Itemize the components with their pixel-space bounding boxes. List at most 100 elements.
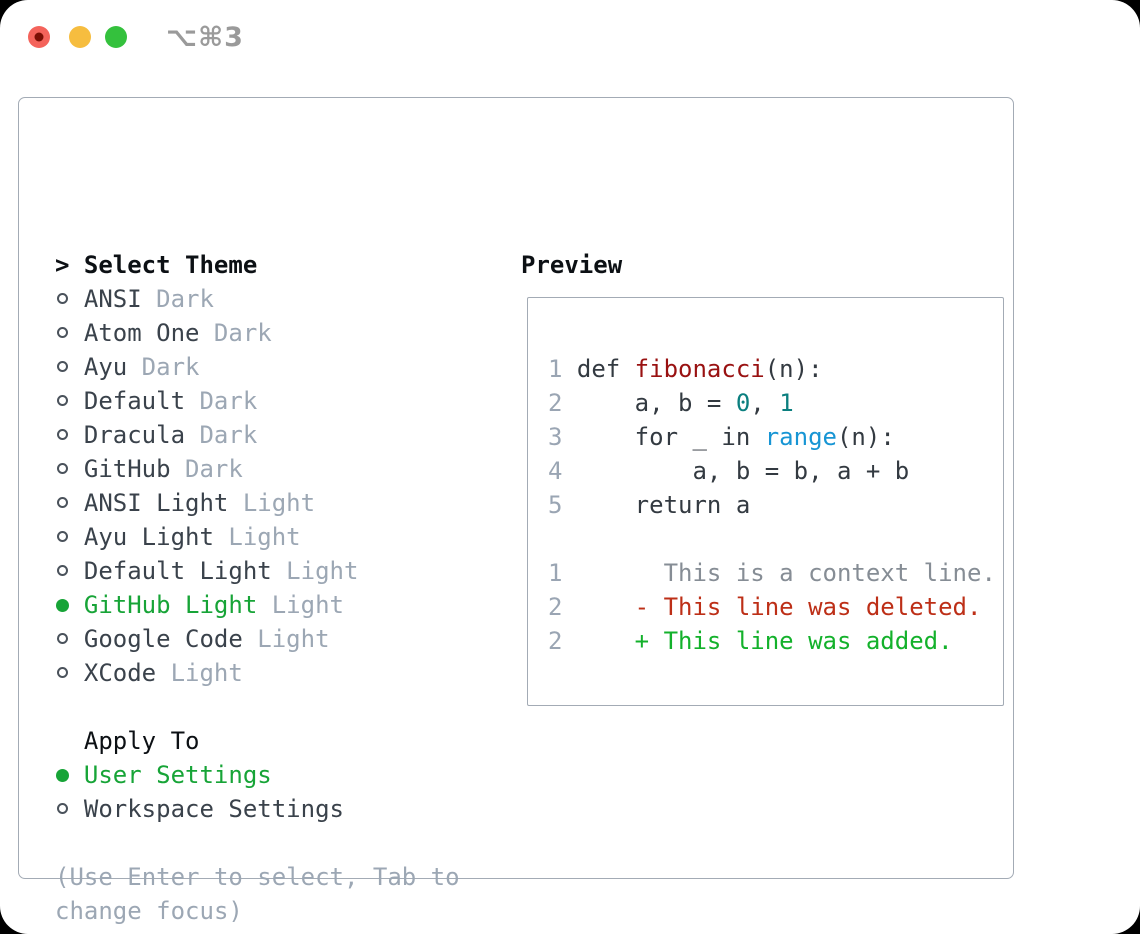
hint-text-line: (Use Enter to select, Tab to bbox=[55, 863, 460, 891]
theme-option-label: Default bbox=[83, 387, 186, 415]
apply-to-title: Apply To bbox=[83, 727, 200, 755]
code-segment-code: (n): bbox=[836, 423, 895, 451]
theme-option-dracula[interactable]: Dracula Dark bbox=[55, 418, 460, 452]
code-line: 2 + This line was added. bbox=[548, 624, 1003, 658]
theme-option-label: GitHub bbox=[83, 455, 171, 483]
code-segment-code bbox=[577, 624, 635, 658]
theme-option-label: ANSI Light bbox=[83, 489, 229, 517]
theme-option-default-light[interactable]: Default Light Light bbox=[55, 554, 460, 588]
code-line: 2 a, b = 0, 1 bbox=[548, 386, 1003, 420]
theme-option-label: XCode bbox=[83, 659, 157, 687]
theme-option-label: ANSI bbox=[83, 285, 142, 313]
theme-option-label: Ayu Light bbox=[83, 523, 214, 551]
theme-option-label: GitHub Light bbox=[83, 591, 258, 619]
code-segment-added: + This line was added. bbox=[634, 627, 953, 655]
theme-variant-tag: Light bbox=[242, 625, 330, 653]
theme-option-github-light[interactable]: GitHub Light Light bbox=[55, 588, 460, 622]
code-segment-code bbox=[577, 590, 635, 624]
minimize-button[interactable] bbox=[69, 26, 91, 48]
record-dot-icon bbox=[34, 32, 44, 42]
radio-selected-icon bbox=[55, 588, 69, 622]
theme-option-ayu-light[interactable]: Ayu Light Light bbox=[55, 520, 460, 554]
theme-option-ansi[interactable]: ANSI Dark bbox=[55, 282, 460, 316]
theme-option-label: Dracula bbox=[83, 421, 186, 449]
radio-icon bbox=[55, 282, 69, 316]
apply-option-label: User Settings bbox=[83, 761, 272, 789]
code-line: 1 This is a context line. bbox=[548, 556, 1003, 590]
theme-option-github[interactable]: GitHub Dark bbox=[55, 452, 460, 486]
zoom-button[interactable] bbox=[105, 26, 127, 48]
radio-icon bbox=[55, 792, 69, 826]
theme-option-label: Ayu bbox=[83, 353, 128, 381]
theme-option-default[interactable]: Default Dark bbox=[55, 384, 460, 418]
code-segment-builtin: range bbox=[764, 423, 837, 451]
radio-icon bbox=[55, 452, 69, 486]
select-theme-title: Select Theme bbox=[83, 251, 258, 279]
code-segment-deleted: - This line was deleted. bbox=[634, 593, 982, 621]
theme-option-google-code[interactable]: Google Code Light bbox=[55, 622, 460, 656]
theme-variant-tag: Light bbox=[213, 523, 301, 551]
code-line: 5 return a bbox=[548, 488, 1003, 522]
theme-option-atom-one[interactable]: Atom One Dark bbox=[55, 316, 460, 350]
theme-option-xcode[interactable]: XCode Light bbox=[55, 656, 460, 690]
theme-option-label: Google Code bbox=[83, 625, 243, 653]
code-line: 2 - This line was deleted. bbox=[548, 590, 1003, 624]
theme-variant-tag: Light bbox=[228, 489, 316, 517]
apply-option-workspace-settings[interactable]: Workspace Settings bbox=[55, 792, 460, 826]
code-segment-code: , bbox=[750, 389, 780, 417]
theme-variant-tag: Light bbox=[257, 591, 344, 619]
code-line: 4 a, b = b, a + b bbox=[548, 454, 1003, 488]
radio-icon bbox=[55, 384, 69, 418]
line-number: 5 bbox=[548, 491, 563, 519]
code-segment-func: fibonacci bbox=[634, 355, 765, 383]
code-line: 3 for _ in range(n): bbox=[548, 420, 1003, 454]
cursor-arrow-icon: > bbox=[55, 251, 70, 279]
radio-icon bbox=[55, 486, 69, 520]
radio-icon bbox=[55, 418, 69, 452]
radio-icon bbox=[55, 316, 69, 350]
code-segment-number: 0 bbox=[735, 389, 751, 417]
close-button[interactable] bbox=[28, 26, 50, 48]
code-segment-code: a, b = b, a + b bbox=[576, 457, 910, 485]
code-line bbox=[548, 522, 1003, 556]
spacer bbox=[55, 826, 460, 860]
spacer bbox=[55, 690, 460, 724]
radio-icon bbox=[55, 554, 69, 588]
theme-variant-tag: Dark bbox=[141, 285, 214, 313]
code-segment-code: for _ in bbox=[576, 423, 765, 451]
theme-variant-tag: Dark bbox=[185, 421, 258, 449]
theme-option-ayu[interactable]: Ayu Dark bbox=[55, 350, 460, 384]
theme-option-ansi-light[interactable]: ANSI Light Light bbox=[55, 486, 460, 520]
select-theme-header: > Select Theme bbox=[55, 248, 460, 282]
line-number: 1 bbox=[548, 559, 563, 587]
code-segment-code: a, b = bbox=[576, 389, 736, 417]
code-segment-code: return a bbox=[576, 491, 751, 519]
line-number: 2 bbox=[548, 389, 563, 417]
apply-option-label: Workspace Settings bbox=[83, 795, 344, 823]
theme-option-label: Default Light bbox=[83, 557, 272, 585]
line-number: 1 bbox=[548, 355, 563, 383]
theme-variant-tag: Dark bbox=[185, 387, 258, 415]
keyboard-shortcut-label: ⌥⌘3 bbox=[166, 22, 244, 53]
line-number: 2 bbox=[548, 593, 563, 621]
theme-option-label: Atom One bbox=[83, 319, 200, 347]
theme-variant-tag: Light bbox=[156, 659, 243, 687]
radio-icon bbox=[55, 622, 69, 656]
theme-variant-tag: Dark bbox=[127, 353, 200, 381]
line-number: 2 bbox=[548, 627, 563, 655]
code-segment-number: 1 bbox=[779, 389, 794, 417]
apply-to-header: Apply To bbox=[55, 724, 460, 758]
line-number bbox=[548, 522, 562, 556]
radio-selected-icon bbox=[55, 758, 69, 792]
theme-variant-tag: Dark bbox=[170, 455, 243, 483]
radio-icon bbox=[55, 520, 69, 554]
apply-option-user-settings[interactable]: User Settings bbox=[55, 758, 460, 792]
theme-variant-tag: Dark bbox=[199, 319, 272, 347]
line-number: 3 bbox=[548, 423, 563, 451]
